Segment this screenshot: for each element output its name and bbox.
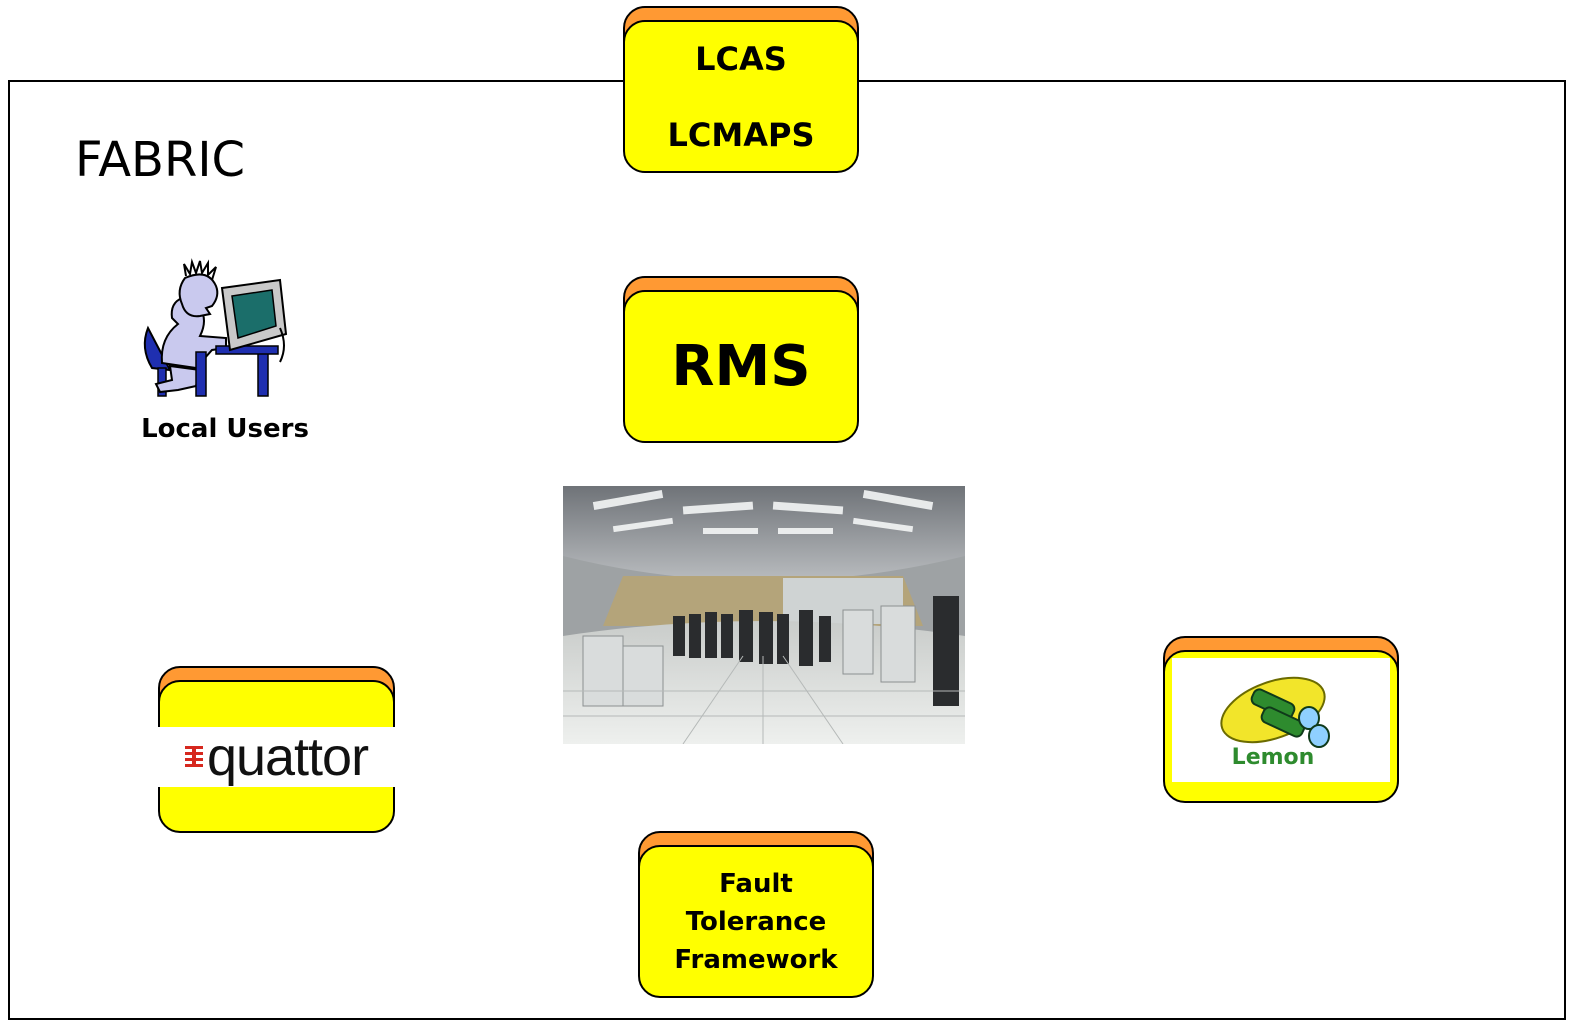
ftf-label-line1: Fault bbox=[719, 868, 793, 899]
computer-center-photo bbox=[563, 486, 965, 744]
fault-tolerance-framework-node[interactable]: Fault Tolerance Framework bbox=[638, 831, 874, 998]
quattor-logo-text: quattor bbox=[206, 726, 369, 787]
ftf-label-line2: Tolerance bbox=[685, 906, 827, 937]
lemon-node[interactable]: Lemon bbox=[1163, 636, 1399, 803]
quattor-node[interactable]: quattor bbox=[158, 666, 395, 833]
local-user-icon bbox=[143, 258, 288, 397]
lemon-binoculars-icon: Lemon bbox=[1220, 676, 1330, 770]
rms-label: RMS bbox=[671, 334, 811, 399]
lcas-label: LCAS bbox=[695, 39, 787, 78]
lcmaps-label: LCMAPS bbox=[667, 115, 815, 154]
quattor-logo: quattor bbox=[158, 726, 395, 787]
node-body: Fault Tolerance Framework bbox=[638, 845, 874, 998]
ftf-label-line3: Framework bbox=[674, 944, 838, 975]
node-body: RMS bbox=[623, 290, 859, 443]
quattor-mark-icon bbox=[184, 745, 203, 767]
local-users-label: Local Users bbox=[141, 414, 309, 444]
node-body: Lemon bbox=[1163, 650, 1399, 803]
lcas-lcmaps-node[interactable]: LCAS LCMAPS bbox=[623, 6, 859, 173]
lemon-logo: Lemon bbox=[1172, 658, 1390, 782]
rms-node[interactable]: RMS bbox=[623, 276, 859, 443]
node-body: LCAS LCMAPS bbox=[623, 20, 859, 173]
node-body: quattor bbox=[158, 680, 395, 833]
lemon-logo-text: Lemon bbox=[1232, 745, 1315, 770]
fabric-label: FABRIC bbox=[75, 132, 245, 188]
